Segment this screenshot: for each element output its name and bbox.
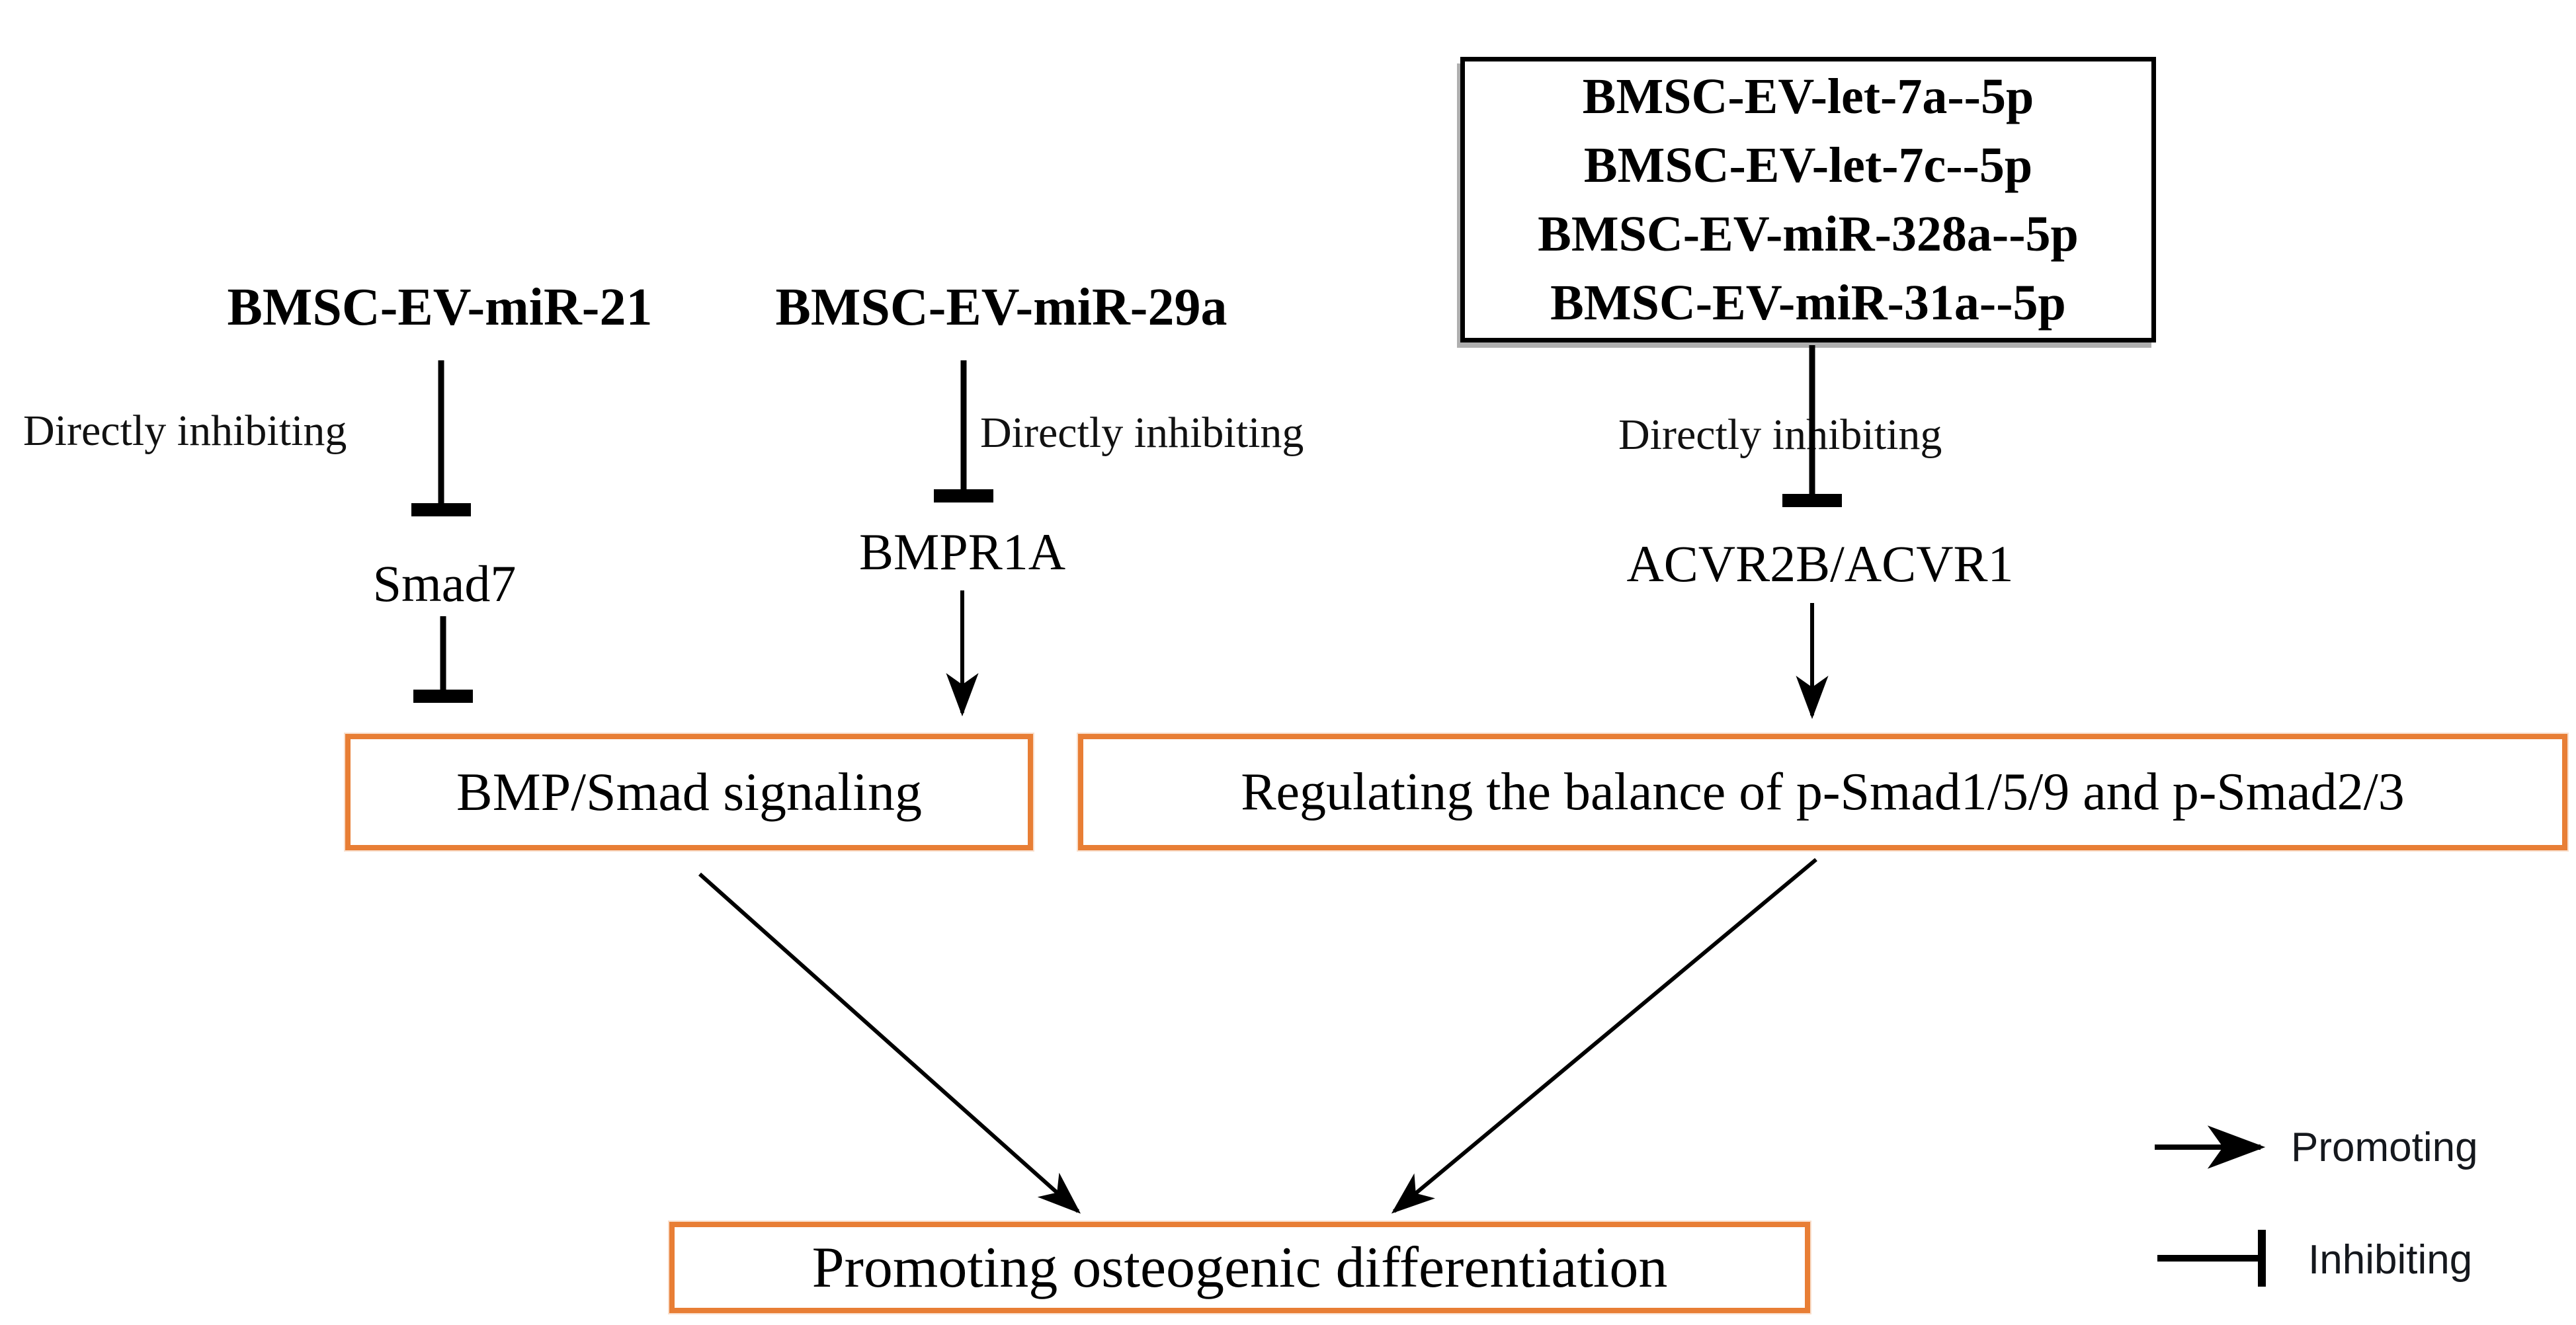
outcome-label: Promoting osteogenic differentiation: [811, 1235, 1668, 1300]
node-bmpr1a: BMPR1A: [858, 523, 1066, 581]
node-bmsc-ev-mir-29a: BMSC-EV-miR-29a: [775, 278, 1227, 337]
node-regulating-balance-box: Regulating the balance of p-Smad1/5/9 an…: [1078, 734, 2567, 850]
mirna-box-line: BMSC-EV-miR-328a--5p: [1538, 206, 2079, 262]
node-bmp-smad-signaling-box: BMP/Smad signaling: [345, 734, 1033, 850]
edge-bmp-smad-promotes-outcome: [698, 872, 1081, 1214]
node-outcome-box: Promoting osteogenic differentiation: [669, 1222, 1810, 1313]
inhibiting-tbar-icon: [2157, 1230, 2266, 1287]
mirna-box-line: BMSC-EV-miR-31a--5p: [1550, 275, 2066, 331]
node-bmsc-ev-mir-21: BMSC-EV-miR-21: [227, 278, 653, 337]
edge-regulating-promotes-outcome: [1391, 858, 1817, 1214]
edge-smad7-inhibits-bmp-smad: [413, 616, 473, 703]
bmp-smad-signaling-label: BMP/Smad signaling: [456, 762, 922, 822]
edge-label-directly-inhibiting-middle: Directly inhibiting: [980, 409, 1304, 457]
node-smad7: Smad7: [372, 555, 517, 612]
edge-label-directly-inhibiting-left: Directly inhibiting: [23, 407, 347, 455]
legend-promoting-label: Promoting: [2291, 1125, 2478, 1170]
mirna-box-line: BMSC-EV-let-7a--5p: [1582, 69, 2034, 124]
node-group-mirna-box: BMSC-EV-let-7a--5p BMSC-EV-let-7c--5p BM…: [1460, 57, 2156, 342]
edge-mir21-inhibits-smad7: [411, 360, 471, 516]
edge-label-directly-inhibiting-right: Directly inhibiting: [1618, 411, 1942, 459]
mirna-box-line: BMSC-EV-let-7c--5p: [1583, 138, 2033, 193]
legend-inhibiting-label: Inhibiting: [2308, 1237, 2473, 1283]
node-acvr2b-acvr1: ACVR2B/ACVR1: [1626, 535, 2014, 592]
regulating-balance-label: Regulating the balance of p-Smad1/5/9 an…: [1241, 762, 2405, 821]
